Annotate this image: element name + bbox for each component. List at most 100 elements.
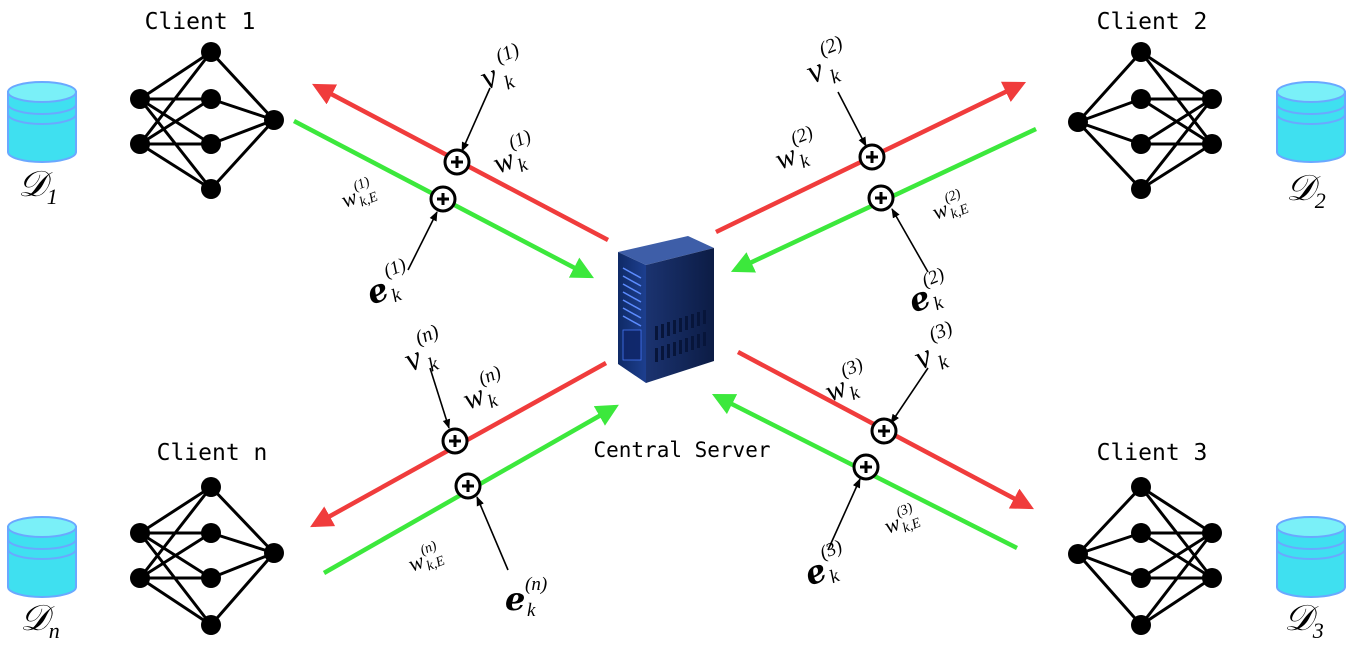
adder-icon <box>867 184 895 212</box>
network-edge <box>209 118 276 191</box>
dataset-label-client2: 𝒟2 <box>1286 168 1326 213</box>
client3-label: Client 3 <box>1097 440 1208 466</box>
svg-text:k: k <box>527 600 536 621</box>
label-nu-k-1: ν k (1) <box>475 39 523 98</box>
network-edge <box>139 576 212 627</box>
network-edge <box>1076 120 1143 191</box>
dataset-ring <box>1276 103 1346 115</box>
svg-text:k: k <box>425 352 443 376</box>
label-e-k-1: e k (1) <box>361 254 409 312</box>
svg-text:k,E: k,E <box>358 189 381 210</box>
noise-arrow-nu3 <box>890 367 929 424</box>
dataset-body <box>7 526 77 598</box>
network-node <box>130 523 150 543</box>
network-edge <box>1076 50 1143 124</box>
network-edge <box>1076 485 1143 556</box>
noise-arrow-nu1 <box>461 87 491 152</box>
client1-label: Client 1 <box>145 9 256 35</box>
svg-text:(n): (n) <box>412 320 442 349</box>
dataset-label-client3: 𝒟3 <box>1284 598 1324 643</box>
svg-text:(2): (2) <box>788 122 816 150</box>
svg-text:k,E: k,E <box>425 553 448 574</box>
network-node <box>201 134 221 154</box>
dataset-body <box>1276 526 1346 598</box>
neural-network-icon <box>1068 477 1222 635</box>
label-w-k-1: w k (1) <box>488 126 534 181</box>
svg-text:(3): (3) <box>838 354 866 382</box>
label-w-kE-1: w k,E (1) <box>338 174 381 212</box>
network-node <box>201 42 221 62</box>
network-node <box>1202 568 1222 588</box>
noise-arrow-nun <box>429 367 451 429</box>
label-w-kE-n: w k,E (n) <box>405 538 448 576</box>
network-edge <box>1077 120 1142 146</box>
adder-icon <box>870 417 898 445</box>
neural-network-icon <box>130 477 284 635</box>
dataset-lid <box>7 516 77 538</box>
network-node <box>201 477 221 497</box>
label-w-kE-2: w k,E (2) <box>929 186 972 224</box>
server-label: Central Server <box>593 438 770 462</box>
label-nu-k-2: ν k (2) <box>801 31 846 91</box>
dataset-ring <box>7 538 77 550</box>
network-edge <box>210 551 275 580</box>
svg-text:k,E: k,E <box>901 515 924 536</box>
svg-text:(1): (1) <box>381 254 409 282</box>
svg-text:(n): (n) <box>476 362 504 390</box>
network-node <box>264 110 284 130</box>
label-e-k-3: e k (3) <box>799 536 846 593</box>
network-node <box>264 543 284 563</box>
network-edge <box>139 97 212 146</box>
clientn-label: Client n <box>157 440 268 466</box>
svg-text:k,E: k,E <box>949 201 972 222</box>
network-node <box>130 134 150 154</box>
label-w-k-n: w k (n) <box>458 362 504 417</box>
network-node <box>201 89 221 109</box>
noise-arrow-en <box>476 496 509 571</box>
network-node <box>1131 615 1151 635</box>
dataset-ring <box>7 103 77 115</box>
label-nu-k-n: ν k (n) <box>399 320 443 379</box>
network-node <box>1131 477 1151 497</box>
network-edge <box>1139 532 1214 626</box>
dataset-body <box>1276 91 1346 163</box>
network-edge <box>210 118 275 146</box>
label-nu-k-3: ν k (3) <box>909 317 956 378</box>
noise-arrow-e2 <box>891 208 929 273</box>
network-node <box>201 179 221 199</box>
dataset-ring <box>7 113 77 125</box>
network-node <box>201 523 221 543</box>
dataset-label-clientn: 𝒟n <box>20 598 60 643</box>
label-w-k-3: w k (3) <box>820 354 866 409</box>
network-edge <box>138 486 213 579</box>
svg-text:(2): (2) <box>816 31 846 60</box>
svg-text:k: k <box>827 64 845 88</box>
noise-arrow-e3 <box>827 478 861 551</box>
network-edge <box>209 552 276 626</box>
network-edge <box>1139 98 1214 190</box>
network-edge <box>1076 553 1143 626</box>
network-edge <box>209 50 276 122</box>
svg-text:(3): (3) <box>894 500 915 520</box>
dataset-icon <box>1276 81 1346 163</box>
svg-text:(1): (1) <box>506 126 534 154</box>
network-edge <box>1140 97 1213 146</box>
network-edge <box>209 485 276 555</box>
adder-icon <box>441 427 469 455</box>
adder-icon <box>429 185 457 213</box>
neural-network-icon <box>130 42 284 199</box>
network-edge <box>1140 576 1213 627</box>
dataset-ring <box>1276 548 1346 560</box>
network-edge <box>210 531 275 555</box>
network-node <box>1202 523 1222 543</box>
network-edge <box>1140 142 1213 191</box>
network-edge <box>139 531 212 580</box>
svg-text:(2): (2) <box>942 186 963 206</box>
network-node <box>1131 179 1151 199</box>
network-edge <box>139 50 212 101</box>
network-edge <box>1077 552 1142 580</box>
dataset-ring <box>1276 113 1346 125</box>
network-edge <box>139 485 212 535</box>
dataset-lid <box>1276 81 1346 103</box>
